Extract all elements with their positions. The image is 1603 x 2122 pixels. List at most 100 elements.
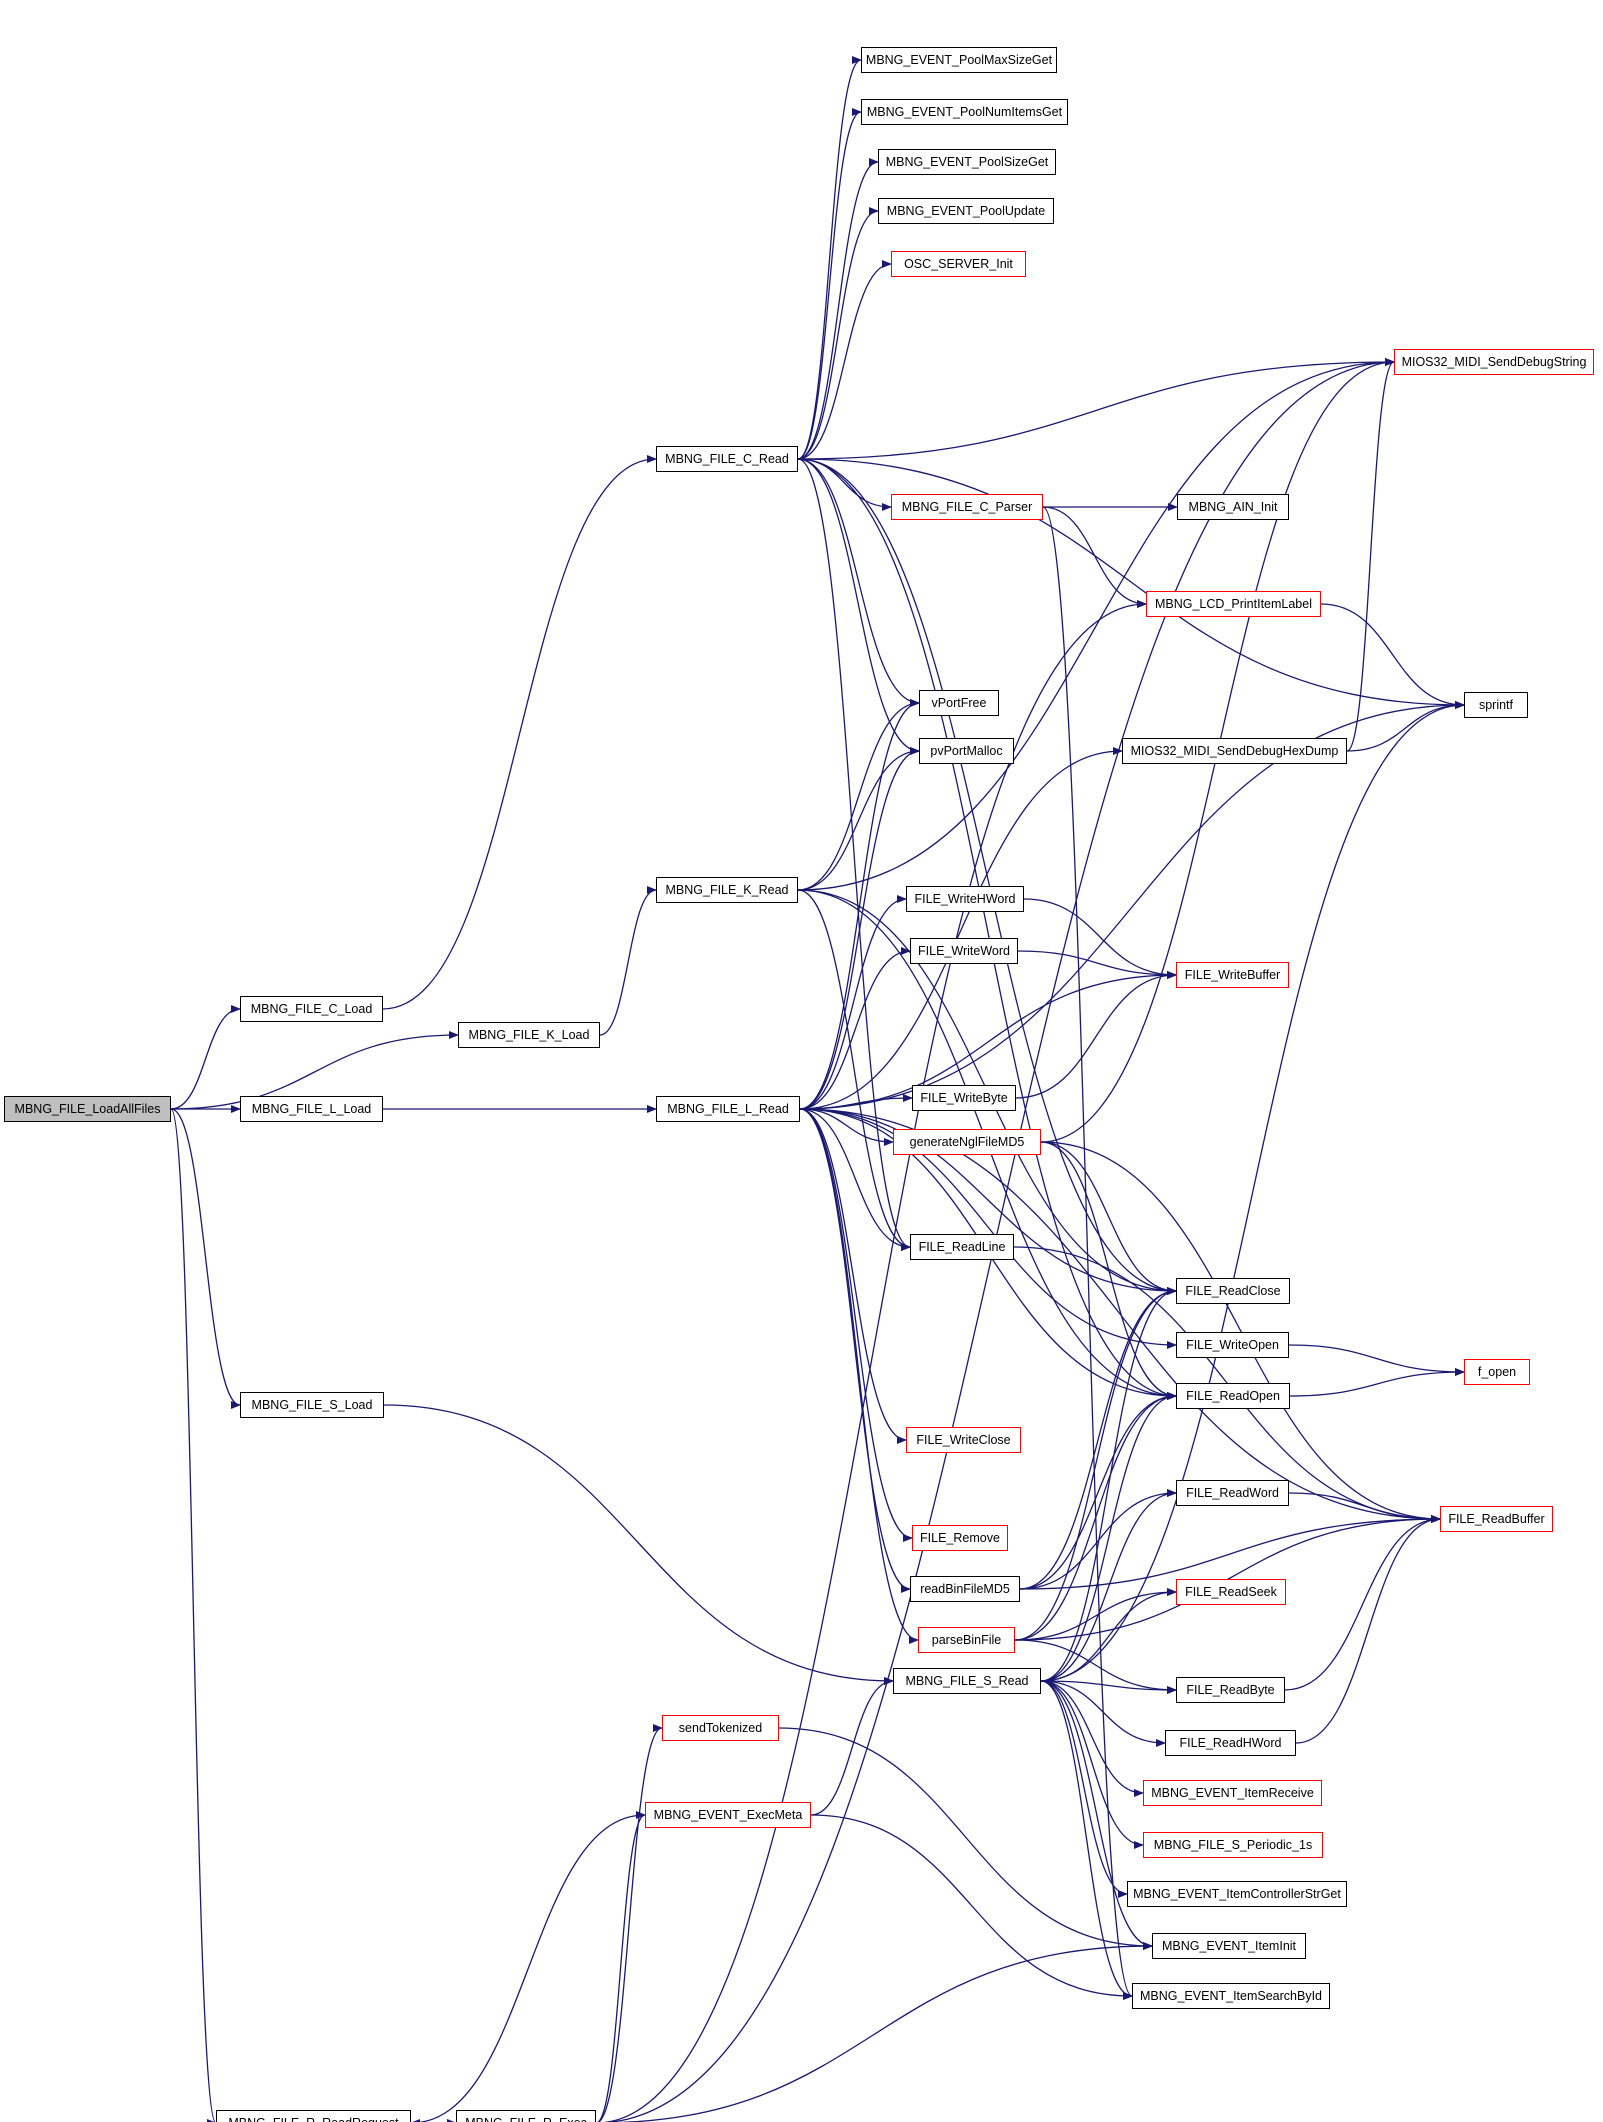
edge-lread-to-remove	[799, 1108, 913, 1542]
node-sendtok[interactable]: sendTokenized	[662, 1715, 779, 1741]
node-rexec[interactable]: MBNG_FILE_R_Exec	[456, 2110, 596, 2122]
edge-cread-to-pvmalloc	[797, 458, 920, 755]
edge-kload-to-kread	[599, 886, 657, 1036]
node-readword[interactable]: FILE_ReadWord	[1176, 1480, 1289, 1506]
node-kread[interactable]: MBNG_FILE_K_Read	[656, 877, 798, 903]
node-debugstr[interactable]: MIOS32_MIDI_SendDebugString	[1394, 349, 1594, 375]
edge-hexdump-to-debugstr	[1346, 358, 1395, 752]
node-itemrecv[interactable]: MBNG_EVENT_ItemReceive	[1143, 1780, 1322, 1806]
node-writebyte[interactable]: FILE_WriteByte	[912, 1085, 1016, 1111]
edge-sload-to-sread	[383, 1404, 894, 1685]
node-sload[interactable]: MBNG_FILE_S_Load	[240, 1392, 384, 1418]
node-readbinmd5[interactable]: readBinFileMD5	[910, 1576, 1020, 1602]
edge-readbinmd5-to-readbuffer	[1019, 1515, 1441, 1590]
edge-loadall-to-kload	[170, 1031, 459, 1110]
edge-sendtok-to-iteminit	[778, 1727, 1153, 1950]
edge-rexec-to-sendtok	[596, 1724, 663, 2122]
node-writebuffer[interactable]: FILE_WriteBuffer	[1176, 962, 1289, 988]
node-readline[interactable]: FILE_ReadLine	[910, 1234, 1014, 1260]
node-poolupd[interactable]: MBNG_EVENT_PoolUpdate	[878, 198, 1054, 224]
edge-kread-to-pvmalloc	[797, 747, 920, 891]
node-rreq[interactable]: MBNG_FILE_R_ReadRequest	[216, 2110, 411, 2122]
node-readbyte[interactable]: FILE_ReadByte	[1176, 1677, 1285, 1703]
node-lread[interactable]: MBNG_FILE_L_Read	[656, 1096, 800, 1122]
edge-kread-to-debugstr	[797, 358, 1395, 891]
edge-lread-to-vportfree	[799, 699, 920, 1110]
node-readopen[interactable]: FILE_ReadOpen	[1176, 1383, 1290, 1409]
edge-lread-to-writeclose	[799, 1108, 907, 1444]
edge-readbinmd5-to-readword	[1019, 1489, 1177, 1590]
node-poolsize[interactable]: MBNG_EVENT_PoolSizeGet	[878, 149, 1056, 175]
node-pvmalloc[interactable]: pvPortMalloc	[919, 738, 1014, 764]
edge-sread-to-itemsearch	[1040, 1680, 1133, 2000]
edge-lread-to-readbuffer	[799, 1108, 1441, 1523]
node-kload[interactable]: MBNG_FILE_K_Load	[458, 1022, 600, 1048]
edge-readbinmd5-to-readclose	[1019, 1287, 1177, 1590]
edge-cload-to-cread	[382, 455, 657, 1010]
edge-execmeta-to-sread	[810, 1677, 894, 1816]
edge-loadall-to-rreq	[170, 1108, 217, 2122]
node-execmeta[interactable]: MBNG_EVENT_ExecMeta	[645, 1802, 811, 1828]
node-parsebin[interactable]: parseBinFile	[918, 1627, 1015, 1653]
node-speriodic[interactable]: MBNG_FILE_S_Periodic_1s	[1143, 1832, 1323, 1858]
node-loadall[interactable]: MBNG_FILE_LoadAllFiles	[4, 1096, 171, 1122]
edge-parsebin-to-readseek	[1014, 1588, 1177, 1641]
node-lload[interactable]: MBNG_FILE_L_Load	[240, 1096, 383, 1122]
edge-cread-to-debugstr	[797, 358, 1395, 460]
edge-readhword-to-readbuffer	[1295, 1515, 1441, 1744]
edge-sread-to-readopen	[1040, 1392, 1177, 1682]
node-writehword[interactable]: FILE_WriteHWord	[906, 886, 1024, 912]
node-readseek[interactable]: FILE_ReadSeek	[1176, 1579, 1286, 1605]
edge-execmeta-to-rreq	[410, 1814, 646, 2122]
edge-rexec-to-lcdprint	[599, 600, 1147, 2122]
node-oscinit[interactable]: OSC_SERVER_Init	[891, 251, 1026, 277]
node-cread[interactable]: MBNG_FILE_C_Read	[656, 446, 798, 472]
node-readclose[interactable]: FILE_ReadClose	[1176, 1278, 1290, 1304]
edge-lread-to-readline	[799, 1108, 911, 1251]
edge-readopen-to-fopen	[1289, 1368, 1465, 1397]
edge-lcdprint-to-sprintf	[1320, 603, 1465, 709]
node-remove[interactable]: FILE_Remove	[912, 1525, 1008, 1551]
node-writeclose[interactable]: FILE_WriteClose	[906, 1427, 1021, 1453]
node-writeword[interactable]: FILE_WriteWord	[910, 938, 1018, 964]
edge-readword-to-readbuffer	[1288, 1492, 1441, 1523]
edge-lread-to-pvmalloc	[799, 747, 920, 1110]
node-iteminit[interactable]: MBNG_EVENT_ItemInit	[1152, 1933, 1306, 1959]
edge-rexec-to-iteminit	[611, 1942, 1153, 2122]
edge-sread-to-readhword	[1040, 1680, 1166, 1747]
edge-writebyte-to-writebuffer	[1015, 971, 1177, 1099]
edge-writehword-to-writebuffer	[1023, 898, 1177, 979]
node-fopen[interactable]: f_open	[1464, 1359, 1530, 1385]
node-sread[interactable]: MBNG_FILE_S_Read	[893, 1668, 1041, 1694]
edge-parsebin-to-readopen	[1014, 1392, 1177, 1641]
node-poolmax[interactable]: MBNG_EVENT_PoolMaxSizeGet	[861, 47, 1057, 73]
node-cparser[interactable]: MBNG_FILE_C_Parser	[891, 494, 1043, 520]
node-ainit[interactable]: MBNG_AIN_Init	[1177, 494, 1289, 520]
node-vportfree[interactable]: vPortFree	[919, 690, 999, 716]
node-genmd5[interactable]: generateNglFileMD5	[893, 1129, 1041, 1155]
node-writeopen[interactable]: FILE_WriteOpen	[1176, 1332, 1289, 1358]
edge-cread-to-vportfree	[797, 458, 920, 707]
edge-lread-to-readbinmd5	[799, 1108, 911, 1593]
node-cload[interactable]: MBNG_FILE_C_Load	[240, 996, 383, 1022]
edge-lread-to-writeword	[799, 947, 911, 1110]
node-lcdprint[interactable]: MBNG_LCD_PrintItemLabel	[1146, 591, 1321, 617]
node-itemctrl[interactable]: MBNG_EVENT_ItemControllerStrGet	[1127, 1881, 1347, 1907]
edge-sread-to-readword	[1040, 1489, 1177, 1682]
edge-sread-to-iteminit	[1040, 1680, 1153, 1950]
node-itemsearch[interactable]: MBNG_EVENT_ItemSearchById	[1132, 1983, 1330, 2009]
node-sprintf[interactable]: sprintf	[1464, 692, 1528, 718]
node-readbuffer[interactable]: FILE_ReadBuffer	[1440, 1506, 1553, 1532]
edge-kread-to-vportfree	[797, 699, 920, 891]
edge-sread-to-sprintf	[1040, 701, 1465, 1682]
edge-genmd5-to-readclose	[1040, 1141, 1177, 1295]
edge-sread-to-speriodic	[1040, 1680, 1144, 1849]
node-poolnum[interactable]: MBNG_EVENT_PoolNumItemsGet	[861, 99, 1068, 125]
edge-lread-to-readclose	[799, 1108, 1177, 1295]
edge-sread-to-readbyte	[1040, 1680, 1177, 1694]
node-readhword[interactable]: FILE_ReadHWord	[1165, 1730, 1296, 1756]
node-hexdump[interactable]: MIOS32_MIDI_SendDebugHexDump	[1122, 738, 1347, 764]
edge-loadall-to-cload	[170, 1005, 241, 1110]
edge-parsebin-to-readclose	[1014, 1287, 1177, 1641]
